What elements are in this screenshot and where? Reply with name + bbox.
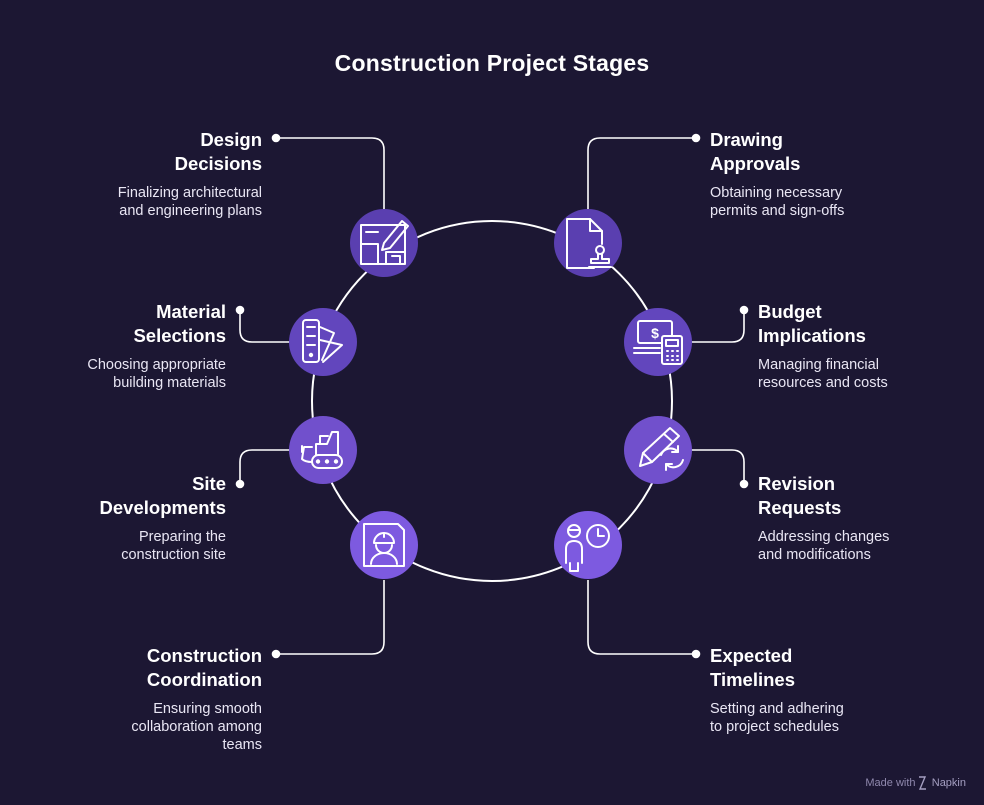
- connector-design: [276, 137, 385, 214]
- blueprint-pencil-icon: [360, 220, 409, 265]
- stage-node-material: [289, 308, 357, 376]
- document-stamp-icon: [566, 218, 612, 269]
- stage-node-site: [289, 416, 357, 484]
- connector-revision: [690, 449, 745, 484]
- made-with-footer[interactable]: Made with Napkin: [865, 777, 966, 789]
- person-clock-icon: [565, 524, 610, 572]
- stage-node-expected: [554, 511, 622, 579]
- color-swatch-icon: [302, 319, 343, 363]
- cycle-ring: [311, 220, 673, 582]
- svg-text:$: $: [651, 325, 659, 341]
- money-calculator-icon: $: [633, 320, 683, 365]
- pencil-refresh-icon: [639, 427, 684, 471]
- worker-helmet-icon: [363, 523, 405, 567]
- bulldozer-icon: [301, 431, 343, 469]
- connector-expected: [587, 580, 696, 655]
- stage-node-budget: $: [624, 308, 692, 376]
- connector-material: [239, 310, 292, 343]
- connector-construction: [276, 580, 385, 655]
- connector-budget: [690, 310, 745, 343]
- connector-site: [239, 449, 292, 484]
- stage-node-design: [350, 209, 418, 277]
- napkin-brand-text: Napkin: [931, 777, 966, 789]
- stage-node-drawing: [554, 209, 622, 277]
- connectors: [235, 133, 749, 659]
- napkin-logo-icon: [918, 776, 927, 790]
- made-with-text: Made with: [865, 777, 916, 789]
- connector-drawing: [587, 137, 696, 214]
- stage-node-construction: [350, 511, 418, 579]
- stage-node-revision: [624, 416, 692, 484]
- diagram-title: Construction Project Stages: [334, 50, 650, 76]
